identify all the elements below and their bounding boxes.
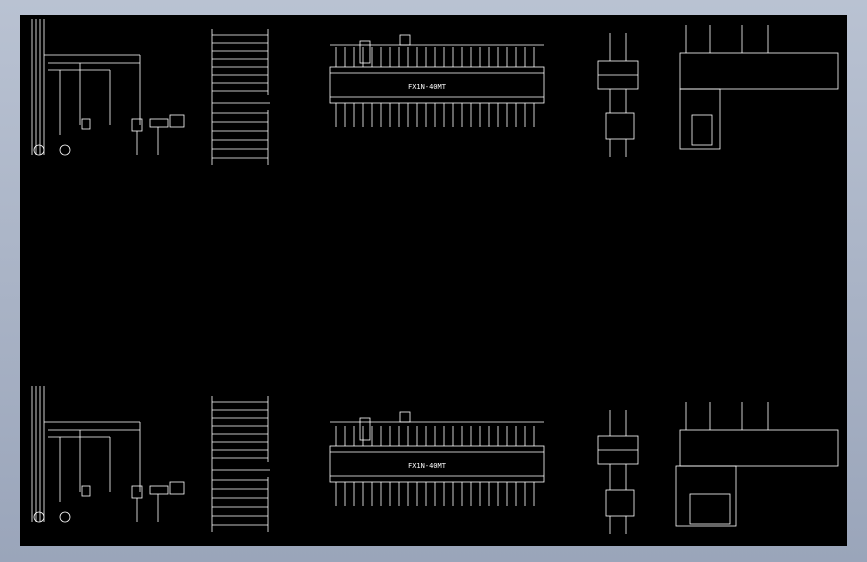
io-assignment-table-top [211,29,270,165]
inverter-bottom [675,402,839,527]
power-supply-top [597,33,639,157]
motor-power-circuit [31,386,185,523]
inverter-top [679,25,839,150]
cad-viewport[interactable]: FX1N-40MT [20,15,847,546]
plc-model-label: FX1N-40MT [408,462,447,470]
motor-power-circuit [31,19,185,156]
plc-module-bottom: FX1N-40MT [329,411,545,506]
power-supply-bottom [597,410,639,534]
schematic-sheet-top: FX1N-40MT [31,19,839,165]
schematic-sheet-bottom: FX1N-40MT [31,386,839,534]
electrical-schematic: FX1N-40MT [31,19,839,534]
plc-model-label: FX1N-40MT [408,83,447,91]
io-assignment-table-bottom [211,396,270,532]
plc-module-top: FX1N-40MT [329,34,545,127]
